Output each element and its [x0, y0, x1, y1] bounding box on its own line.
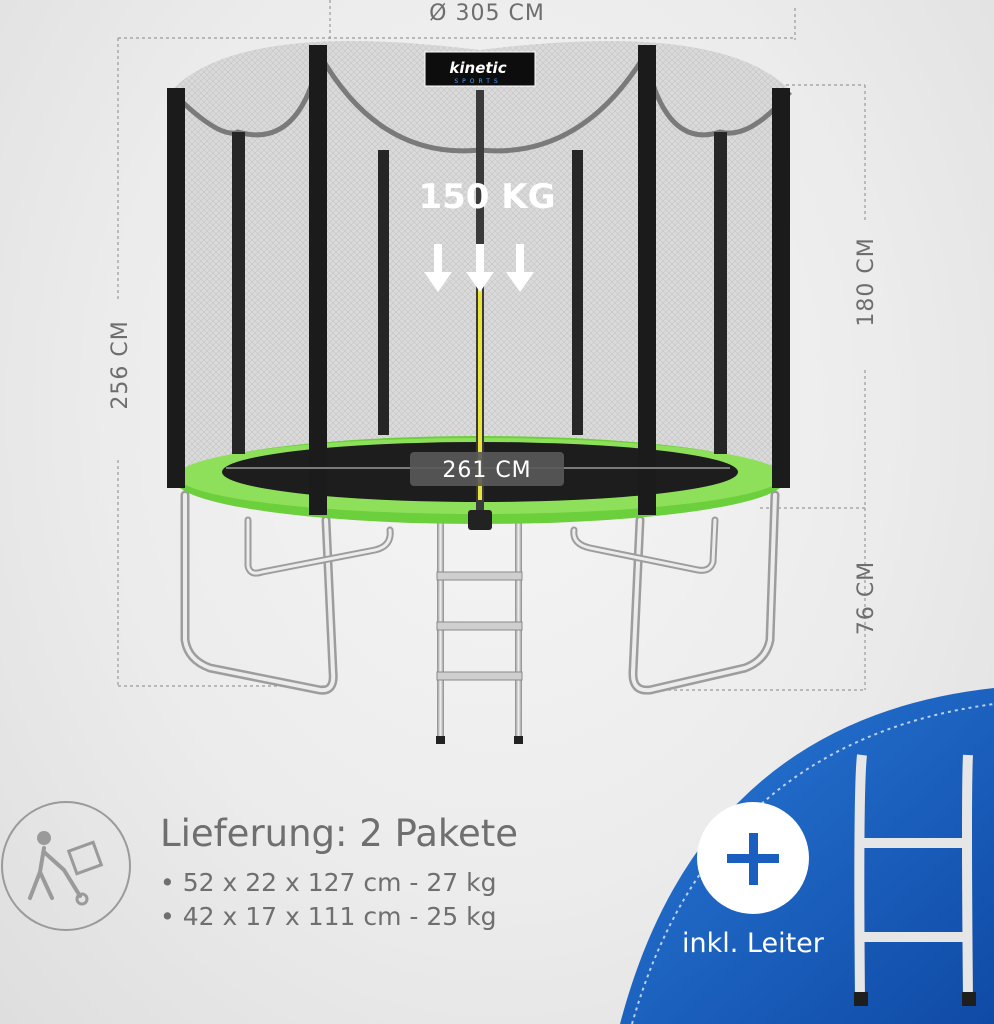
- total-height-label: 256 CM: [108, 320, 133, 409]
- ladder: [436, 520, 523, 744]
- brand-logo: kinetic SPORTS: [424, 51, 536, 87]
- svg-text:261 CM: 261 CM: [442, 458, 531, 483]
- delivery-title: Lieferung: 2 Pakete: [160, 812, 519, 855]
- package-spec-2: • 42 x 17 x 111 cm - 25 kg: [160, 902, 497, 931]
- delivery-person-icon: [1, 801, 131, 931]
- zip-buckle: [468, 510, 492, 530]
- diameter-label: Ø 305 CM: [429, 1, 545, 26]
- net-height-label: 180 CM: [854, 237, 879, 326]
- net-poles: [167, 45, 790, 515]
- trampoline-legs: [180, 490, 780, 695]
- ladder-accessory-icon: [854, 754, 976, 1006]
- zip-stripe: [478, 250, 482, 500]
- mat-diameter: 261 CM: [226, 452, 730, 486]
- svg-text:kinetic: kinetic: [449, 59, 506, 77]
- max-load-label: 150 KG: [418, 177, 555, 217]
- package-spec-1: • 52 x 22 x 127 cm - 27 kg: [160, 868, 497, 897]
- frame-height-label: 76 CM: [854, 561, 879, 635]
- down-arrow-icon: [466, 244, 494, 292]
- svg-text:SPORTS: SPORTS: [454, 78, 501, 85]
- down-arrow-icon: [506, 244, 534, 292]
- ladder-included-label: inkl. Leiter: [682, 928, 824, 959]
- plus-icon: [727, 833, 779, 885]
- ladder-included-badge: [620, 688, 994, 1024]
- load-arrows: [424, 244, 534, 292]
- down-arrow-icon: [424, 244, 452, 292]
